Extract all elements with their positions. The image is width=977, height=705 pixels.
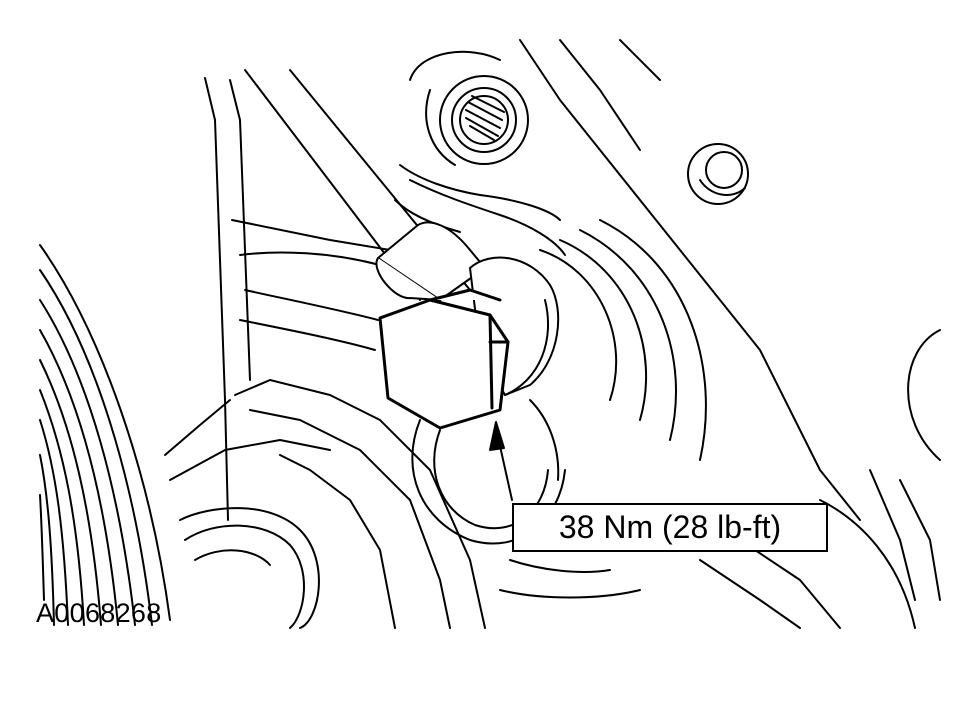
- mounting-boss: [411, 219, 707, 599]
- dowel-hole: [687, 143, 749, 205]
- pulley-hub: [179, 507, 320, 629]
- engine-block: [164, 69, 486, 629]
- pulley-grooves: [39, 244, 171, 626]
- torque-callout: 38 Nm (28 lb-ft): [512, 503, 828, 552]
- leader-arrow: [489, 421, 513, 501]
- upper-casting: [394, 39, 861, 521]
- torque-value: 38 Nm (28 lb-ft): [558, 509, 782, 545]
- threaded-hole: [439, 75, 529, 165]
- figure-id-label: A0068268: [36, 598, 162, 628]
- right-casting: [699, 329, 941, 629]
- hex-bolt: [378, 288, 510, 430]
